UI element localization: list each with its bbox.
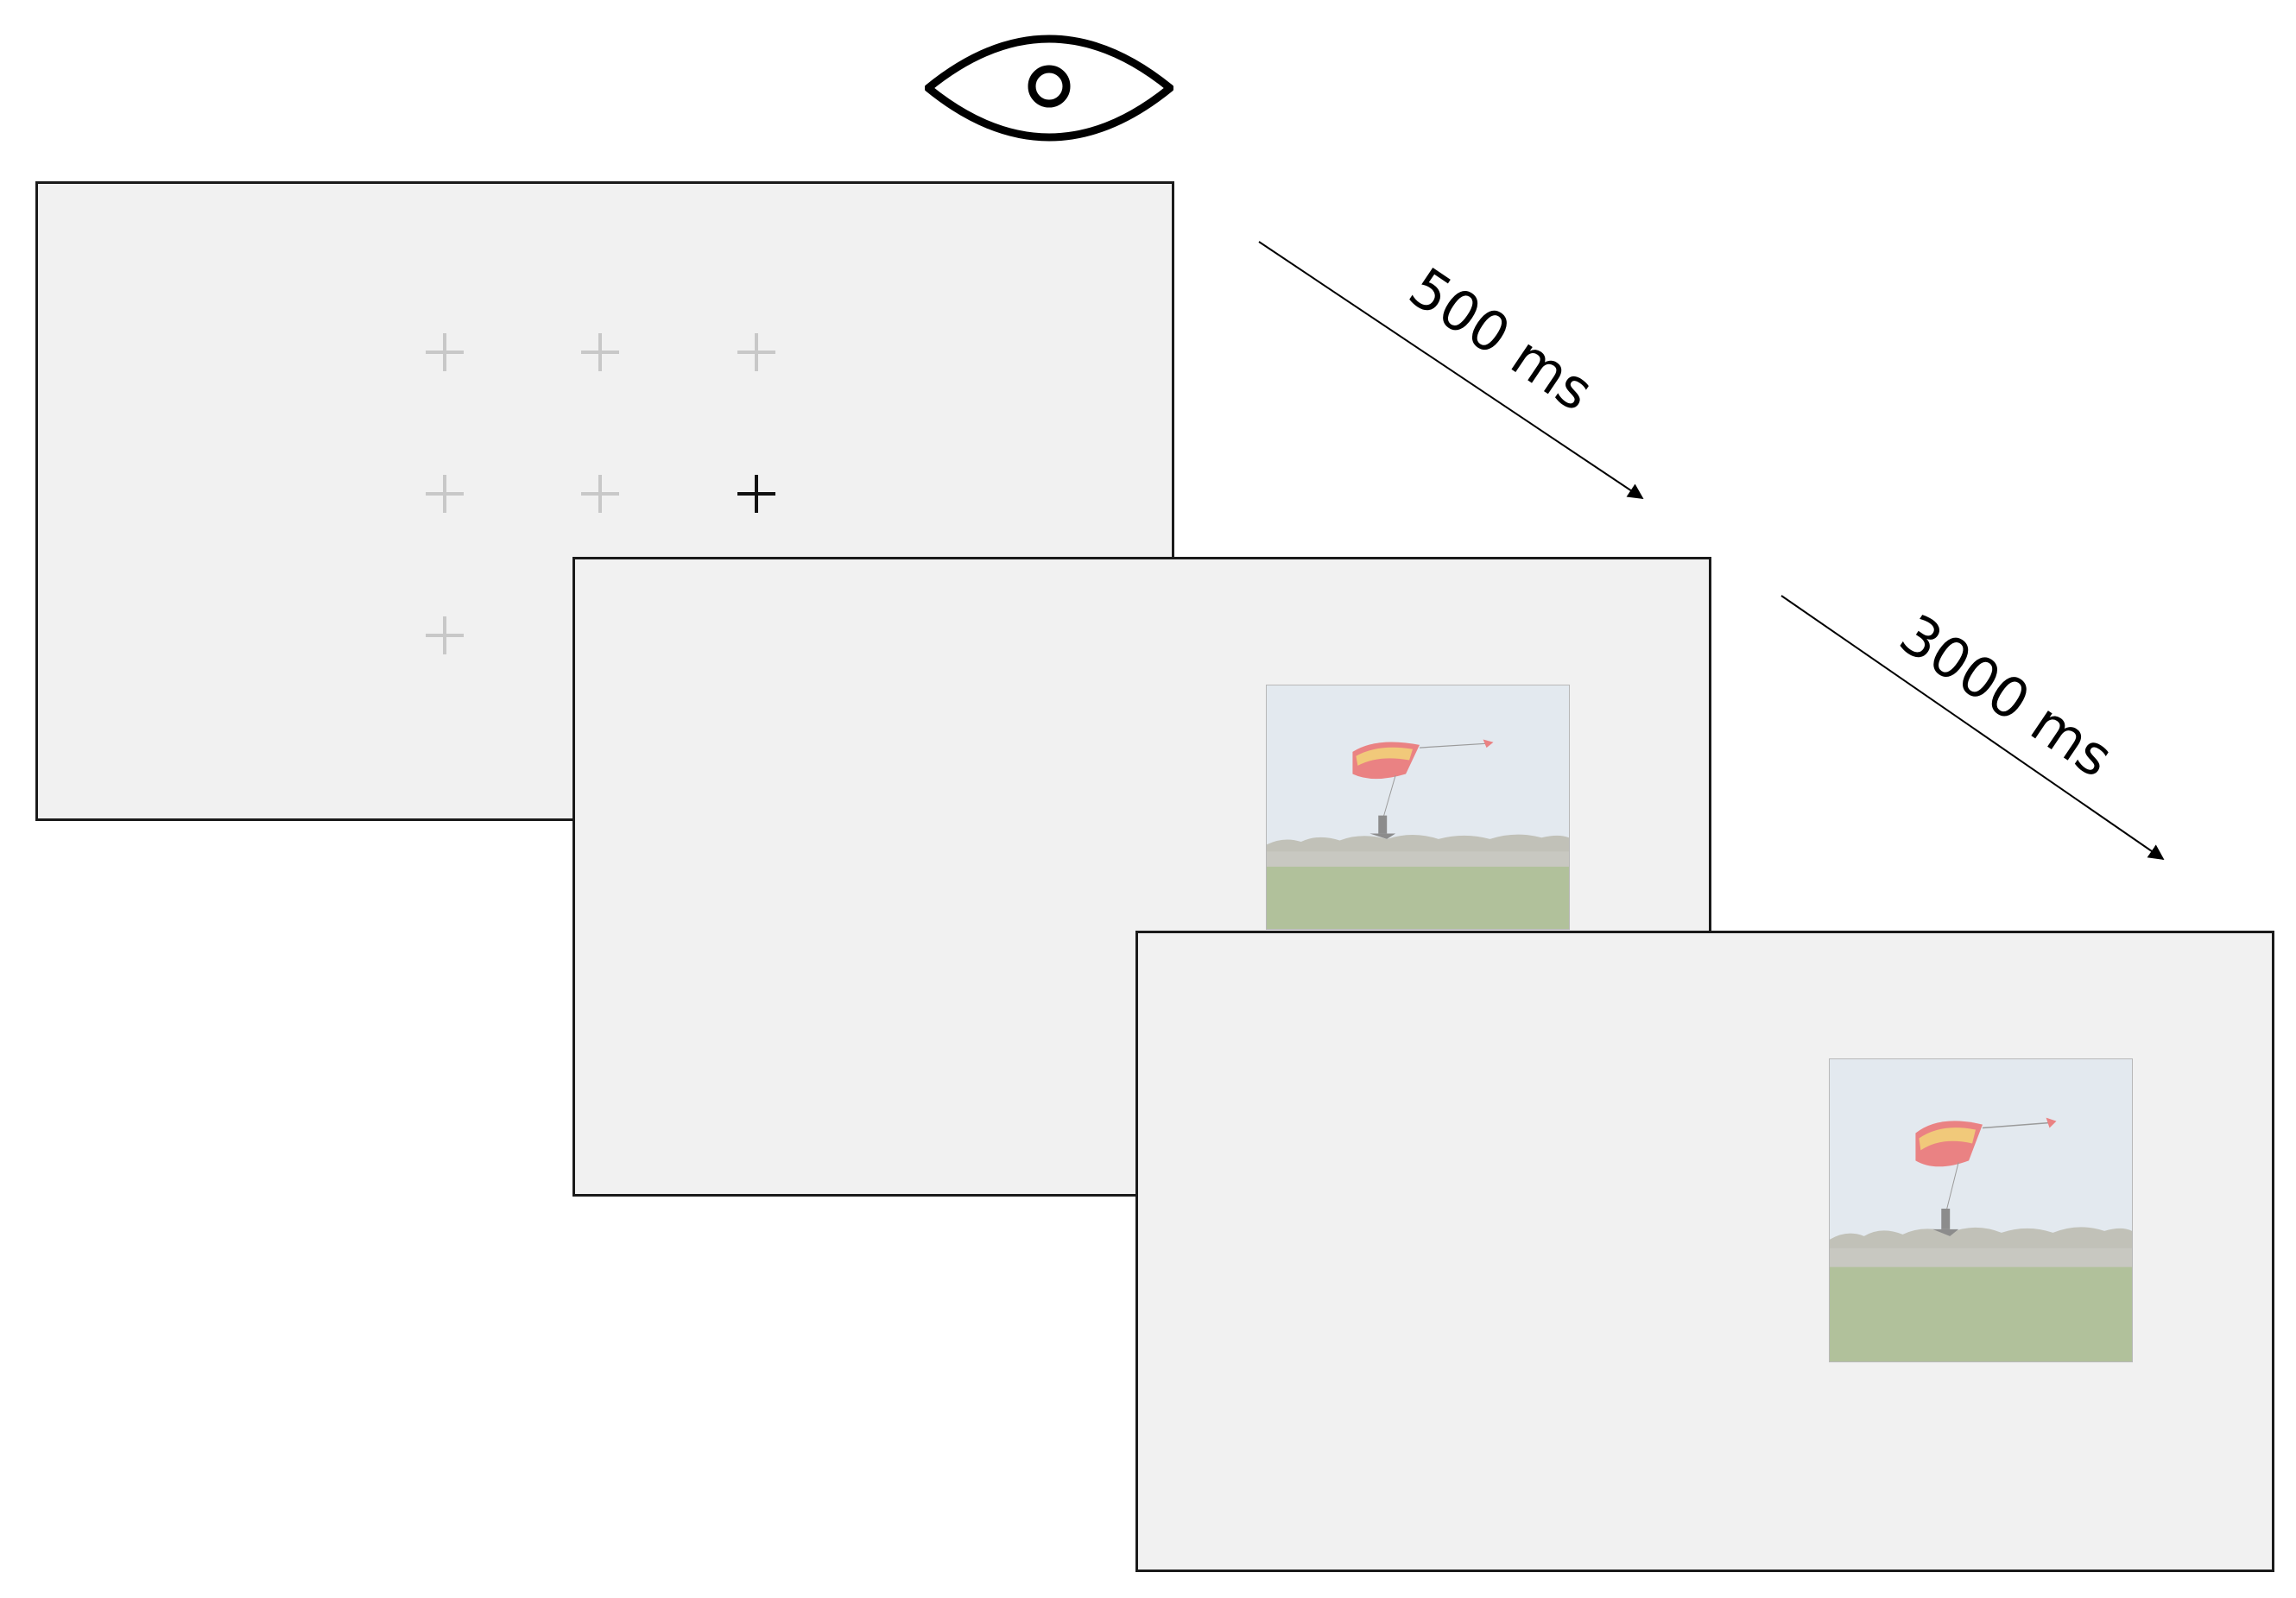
eye-icon — [925, 24, 1173, 152]
fixation-cross-active — [737, 475, 775, 513]
duration-label-3000ms: 3000 ms — [1888, 603, 2124, 790]
fixation-cross — [581, 333, 619, 371]
parachute-scene-image — [1829, 1058, 2133, 1362]
fixation-cross — [426, 616, 464, 654]
stimulus-screen-continued — [1135, 931, 2274, 1572]
fixation-cross — [581, 475, 619, 513]
duration-label-500ms: 500 ms — [1398, 256, 1604, 425]
fixation-cross — [737, 333, 775, 371]
fixation-cross — [426, 333, 464, 371]
fixation-cross — [426, 475, 464, 513]
parachute-scene-image — [1266, 685, 1570, 930]
